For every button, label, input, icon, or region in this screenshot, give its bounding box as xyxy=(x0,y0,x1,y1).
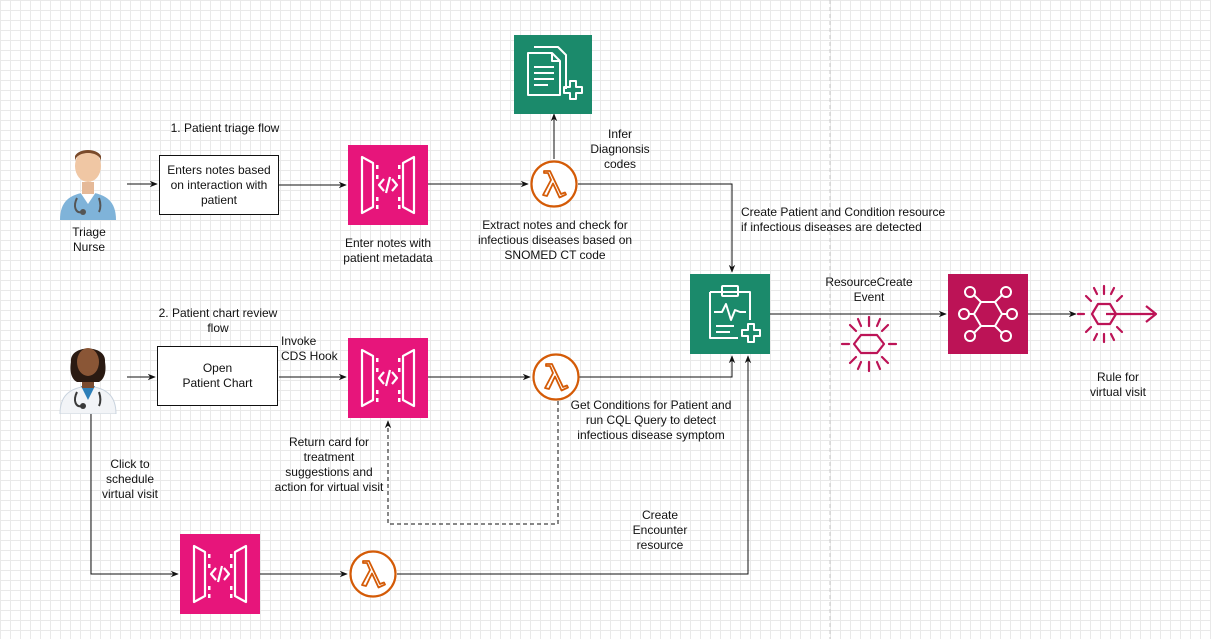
arrow-lambda-to-healthlake-3 xyxy=(397,355,752,575)
arrow-return-card xyxy=(384,401,559,525)
api-gateway-icon xyxy=(180,534,260,614)
click-schedule-label: Click to schedule virtual visit xyxy=(101,457,158,501)
eventbridge-icon xyxy=(948,274,1028,354)
get-conditions-label: Get Conditions for Patient and run CQL Q… xyxy=(570,398,732,442)
lambda-icon xyxy=(531,352,581,402)
flow-1-title: 1. Patient triage flow xyxy=(170,121,280,135)
enter-notes-metadata-label: Enter notes with patient metadata xyxy=(343,236,433,265)
arrow-lambda-to-healthlake-2 xyxy=(578,355,736,378)
arrow-doctor-to-api-3 xyxy=(90,413,179,578)
event-icon xyxy=(838,313,900,375)
api-gateway-icon xyxy=(348,338,428,418)
arrow-lambda-to-healthlake-1 xyxy=(578,183,736,273)
return-card-label: Return card for treatment suggestions an… xyxy=(274,435,384,494)
create-patient-condition-label: Create Patient and Condition resource if… xyxy=(741,205,946,234)
extract-notes-label: Extract notes and check for infectious d… xyxy=(477,218,633,262)
enters-notes-text: Enters notes based on interaction with p… xyxy=(167,162,271,207)
infer-codes-label: Infer Diagnonsis codes xyxy=(590,127,650,171)
open-patient-chart-text: Open Patient Chart xyxy=(182,361,253,390)
triage-nurse-label: Triage Nurse xyxy=(72,225,106,254)
create-encounter-label: Create Encounter resource xyxy=(632,508,688,552)
document-plus-icon xyxy=(514,35,592,114)
api-gateway-icon xyxy=(348,145,428,225)
resource-create-event-label: ResourceCreate Event xyxy=(825,275,913,304)
healthlake-icon xyxy=(690,274,770,354)
rule-icon xyxy=(1076,282,1160,346)
rule-virtual-visit-label: Rule for virtual visit xyxy=(1089,370,1146,399)
lambda-icon xyxy=(529,159,579,209)
lambda-icon xyxy=(348,549,398,599)
enters-notes-box: Enters notes based on interaction with p… xyxy=(159,155,279,215)
nurse-icon xyxy=(55,146,121,220)
flow-2-title: 2. Patient chart review flow xyxy=(158,306,278,335)
invoke-cds-hook-label: Invoke CDS Hook xyxy=(281,334,338,363)
doctor-icon xyxy=(55,340,121,415)
open-patient-chart-box: Open Patient Chart xyxy=(157,346,278,406)
